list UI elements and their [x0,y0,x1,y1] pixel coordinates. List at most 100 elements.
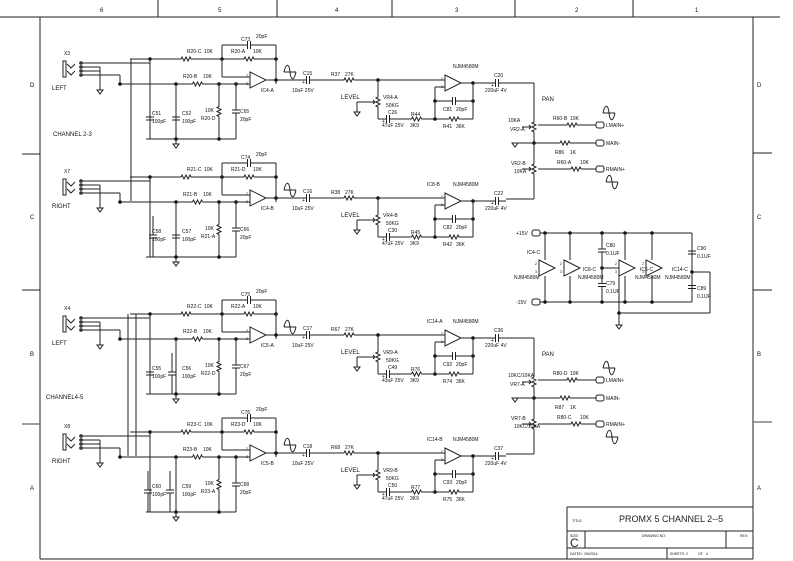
resistor-value: 27K [345,445,355,451]
resistor-value: 27K [345,190,355,196]
potentiometer-wiper [366,354,376,360]
capacitor-value: 20pF [456,107,467,113]
capacitor-ref: C16 [303,189,312,195]
resistor-ref: R23-C [187,422,202,428]
potentiometer-wiper [366,99,376,105]
level-label: LEVEL [341,350,360,356]
capacitor-ref: C49 [388,365,397,371]
resistor-icon [343,449,355,457]
junction-dot [118,200,122,204]
net-connector-icon [595,139,605,147]
pin-label: 2 [642,262,644,266]
ground-icon [615,324,623,330]
capacitor-ref: C74 [241,155,250,161]
resistor-icon [192,335,203,343]
supply-label-positive: +15V [516,231,528,237]
resistor-ref: R22-D [201,371,216,377]
capacitor-value: 220uF 4V [485,461,507,467]
resistor-value: 36K [456,242,466,248]
jack-ref: X3 [64,51,70,57]
title-block: TITLE: PROMX 5 CHANNEL 2--5 SIZE: C DRAW… [566,506,753,559]
opamp-icon [444,447,463,465]
ground-icon [353,484,361,490]
resistor-icon [180,173,192,181]
net-connector-icon [531,229,541,237]
resistor-value: 1K [570,405,577,411]
capacitor-ref: C79 [606,281,615,287]
row-label-right: A [757,486,761,492]
opamp-ref: IC4-A [261,88,274,94]
ground-icon [511,397,519,403]
polarity-mark: + [302,453,305,459]
resistor-ref: R68 [331,445,340,451]
pin-label: 2 [246,447,248,451]
row-label-right: D [757,83,762,89]
ground-icon [353,366,361,372]
resistor-value: 10K [205,363,215,369]
opamp-ref: IC5-B [261,461,274,467]
resistor-value: 10K [570,371,580,377]
resistor-ref: R44 [411,112,420,118]
potentiometer-ref: VR4-A [383,95,398,101]
resistor-ref: R76 [411,367,420,373]
potentiometer-ref: VR2-B [511,161,526,167]
column-label: 5 [218,8,222,14]
jack-tip [66,318,76,331]
net-connector-icon [595,420,605,428]
rev-label: REV: [740,534,748,538]
resistor-ref: R20-B [183,74,198,80]
resistor-ref: R42 [443,242,452,248]
drawing-title: PROMX 5 CHANNEL 2--5 [619,514,723,524]
resistor-icon [566,376,578,384]
output-net-label: MAIN- [606,141,621,147]
drawing-no-label: DRAWING NO: [642,534,666,538]
output-net-label: MAIN- [606,396,621,402]
column-label: 1 [695,8,699,14]
resistor-icon [343,76,355,84]
output-net-label: LMAIN+ [606,123,624,129]
jack-tip [66,436,76,449]
potentiometer-wiper [522,421,532,427]
opamp-icon [444,192,463,210]
resistor-icon [448,115,460,123]
of-label: OF [698,552,703,556]
jack-ref: X8 [64,424,70,430]
row-label-left: B [30,352,34,358]
opamp-icon [249,189,268,207]
capacitor-value: 100pF [152,237,166,243]
opamp-part: NJM4580M [514,275,540,281]
resistor-value: 10K [204,167,214,173]
capacitor-ref: C17 [303,326,312,332]
row-label-left: D [30,83,35,89]
resistor-icon [192,198,203,206]
resistor-value: 10K [205,108,215,114]
opamp-icon [249,71,268,89]
potentiometer-value: 50KG [386,476,399,482]
opamp-part: NJM4580M [453,64,479,70]
input-side-label: RIGHT [52,204,71,210]
capacitor-value: 43uF 25V [382,378,404,384]
pin-label: 2 [441,195,443,199]
resistor-icon [343,331,355,339]
pin-label: 3 [642,270,644,274]
output-net-label: RMAIN+ [606,422,625,428]
capacitor-value: 47uF 25V [382,496,404,502]
opamp-icon [563,259,582,277]
capacitor-value: 10uF 25V [292,206,314,212]
resistor-value: 10K [570,116,580,122]
junction-dot [217,392,221,396]
capacitor-ref: C50 [388,483,397,489]
resistor-icon [559,394,571,402]
capacitor-value: 0.1UF [606,289,620,295]
potentiometer-value: 50KG [386,103,399,109]
capacitor-ref: C81 [443,107,452,113]
resistor-icon [566,121,578,129]
column-label: 6 [100,8,104,14]
polarity-mark: + [302,335,305,341]
section-label-channel-2-3: CHANNEL 2-3 [53,132,92,138]
capacitor-value: 20pF [240,117,251,123]
resistor-value: 10K [204,49,214,55]
capacitor-value: 220uF 4V [485,88,507,94]
